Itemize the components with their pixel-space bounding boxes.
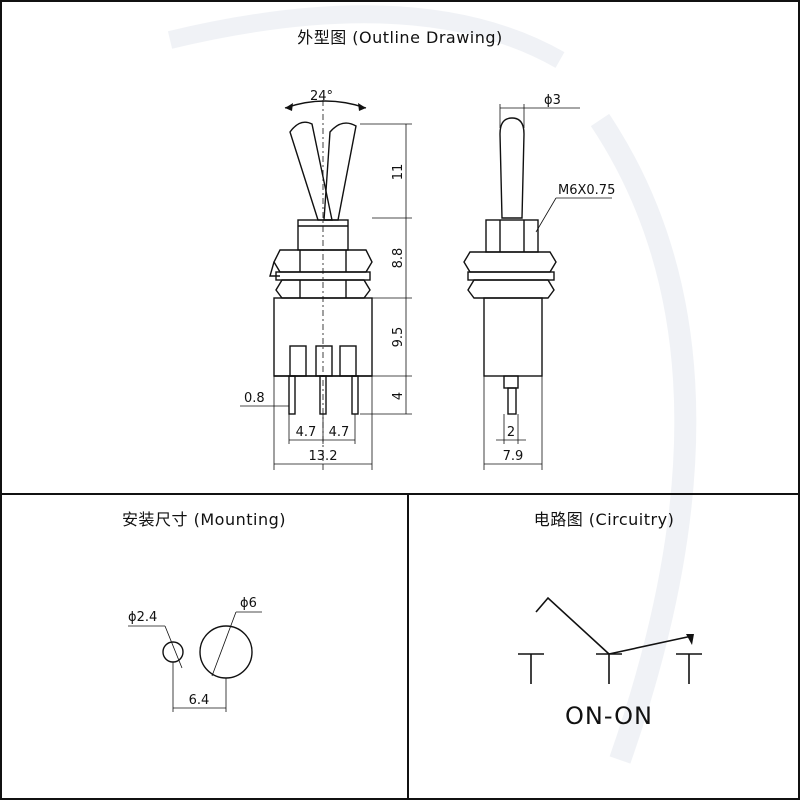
height-pins-label: 4 — [391, 392, 406, 400]
lever-left — [289, 121, 333, 221]
side-pin — [507, 387, 517, 415]
angle-arc — [284, 100, 367, 109]
small-hole-label: ϕ2.4 — [128, 610, 157, 625]
pin-1 — [288, 375, 296, 415]
pin-width-label: 0.8 — [244, 391, 265, 406]
lever-right — [323, 122, 357, 221]
pin-pitch-left-label: 4.7 — [296, 425, 317, 440]
hole-spacing-label: 6.4 — [189, 693, 210, 708]
side-width-label: 7.9 — [503, 449, 524, 464]
angle-label: 24° — [310, 89, 333, 104]
outline-drawing-title: 外型图 (Outline Drawing) — [297, 28, 503, 47]
contact-arm-left — [535, 596, 610, 655]
large-hole-label: ϕ6 — [240, 596, 257, 611]
mounting-title: 安装尺寸 (Mounting) — [122, 510, 286, 529]
contact-arm-right — [608, 635, 693, 655]
height-body-label: 9.5 — [391, 327, 406, 348]
body-width-label: 13.2 — [309, 449, 338, 464]
circuit-mode-label: ON-ON — [565, 702, 653, 730]
circuitry-title: 电路图 (Circuitry) — [533, 510, 675, 529]
side-pin-width-label: 2 — [507, 425, 515, 440]
lever-diameter-label: ϕ3 — [544, 93, 561, 108]
height-bushing-label: 8.8 — [391, 248, 406, 269]
height-toggle-label: 11 — [391, 164, 406, 181]
thread-label: M6X0.75 — [558, 183, 615, 198]
side-nut-lower — [467, 279, 555, 299]
side-lever — [499, 117, 525, 219]
pin-pitch-right-label: 4.7 — [329, 425, 350, 440]
